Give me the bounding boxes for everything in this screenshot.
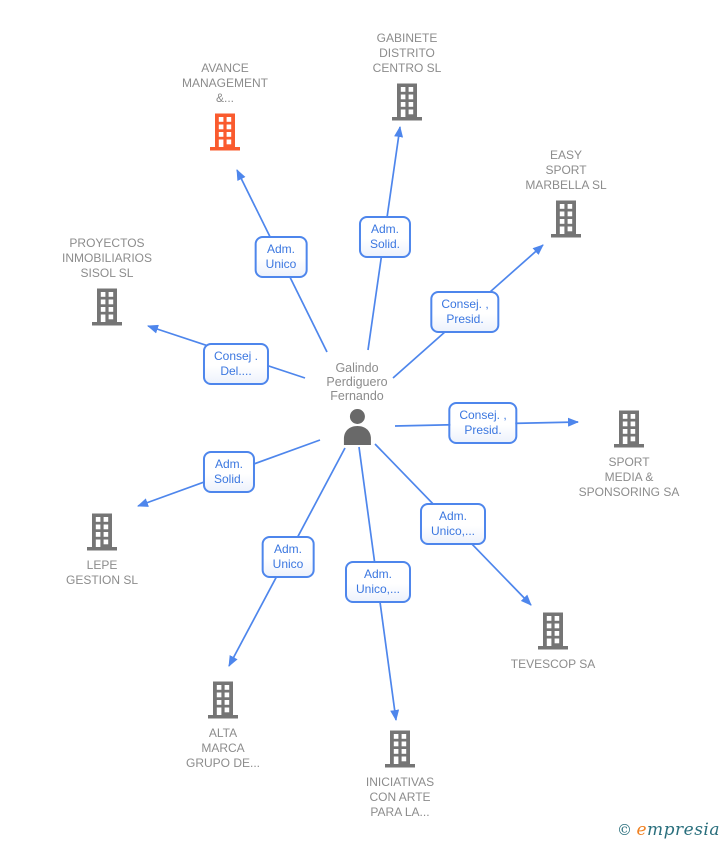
- relationship-label-line: Consej. ,: [441, 297, 489, 311]
- relationship-label-lepe-gestion-sl: Adm.Solid.: [202, 451, 256, 493]
- company-name-line: SPORT: [545, 163, 587, 177]
- relationship-label-line: Solid.: [213, 472, 245, 486]
- empresia-logo[interactable]: ©empresia: [617, 820, 720, 840]
- relationship-label-line: Consej .: [213, 349, 259, 363]
- company-name-line: DISTRITO: [379, 46, 435, 60]
- building-icon: [536, 612, 570, 650]
- brand-rest: mpresia: [647, 820, 720, 840]
- company-name-line: EASY: [549, 148, 582, 162]
- company-name-line: ALTA: [208, 726, 238, 740]
- relationship-label-line: Del....: [220, 364, 252, 378]
- company-name-line: CON ARTE: [369, 790, 431, 804]
- person-node-galindo-perdiguero-fernando[interactable]: Galindo Perdiguero Fernando: [326, 361, 388, 445]
- relationship-label-line: Adm.: [363, 567, 393, 581]
- relationship-label-avance-management: Adm.Unico: [254, 236, 308, 278]
- relationship-label-line: Presid.: [464, 423, 502, 437]
- company-name-line: GRUPO DE...: [185, 756, 260, 770]
- company-name-line: CENTRO SL: [372, 61, 442, 75]
- building-icon: [208, 113, 242, 151]
- company-name-line: MARBELLA SL: [525, 178, 607, 192]
- company-name-line: GABINETE: [376, 31, 438, 45]
- building-icon: [90, 288, 124, 326]
- relationship-label-alta-marca-grupo-de: Adm.Unico: [261, 536, 315, 578]
- company-name-line: &...: [215, 91, 234, 105]
- relationship-label-gabinete-distrito-centro-sl: Adm.Solid.: [358, 216, 412, 258]
- relationship-label-line: Adm.: [214, 457, 243, 471]
- company-name-line: SPORT: [608, 455, 650, 469]
- relationship-label-line: Adm.: [266, 242, 295, 256]
- brand-first-letter: e: [636, 820, 647, 840]
- person-name: Galindo Perdiguero Fernando: [326, 361, 387, 403]
- building-icon: [549, 200, 583, 238]
- building-icon: [383, 730, 417, 768]
- company-name-line: MANAGEMENT: [181, 76, 268, 90]
- relationship-label-sport-media-sponsoring-sa: Consej. ,Presid.: [448, 402, 518, 444]
- building-icon: [612, 410, 646, 448]
- person-name-line: Fernando: [330, 389, 384, 403]
- company-name-line: INMOBILIARIOS: [61, 251, 153, 265]
- company-name-line: SISOL SL: [80, 266, 134, 280]
- relationship-label-line: Solid.: [369, 237, 401, 251]
- person-icon: [343, 409, 371, 445]
- relationship-label-line: Unico,...: [430, 524, 476, 538]
- company-name-line: MARCA: [201, 741, 245, 755]
- company-name-line: AVANCE: [201, 61, 249, 75]
- company-name-line: TEVESCOP SA: [510, 657, 596, 671]
- building-icon: [390, 83, 424, 121]
- relationship-label-line: Unico: [272, 557, 304, 571]
- relationship-label-line: Presid.: [446, 312, 484, 326]
- building-icon: [85, 513, 119, 551]
- relationship-label-line: Adm.: [273, 542, 302, 556]
- company-name-line: GESTION SL: [65, 573, 139, 587]
- relationship-label-tevescop-sa: Adm.Unico,...: [419, 503, 487, 545]
- relationship-label-line: Unico,...: [355, 582, 401, 596]
- relationship-label-line: Adm.: [370, 222, 399, 236]
- company-name-line: MEDIA &: [604, 470, 654, 484]
- company-name-line: PARA LA...: [370, 805, 430, 819]
- copyright-icon: ©: [616, 821, 633, 839]
- person-name-line: Galindo: [335, 361, 379, 375]
- relationship-label-proyectos-inmobiliarios-sisol-sl: Consej .Del....: [202, 343, 270, 385]
- company-name-line: PROYECTOS: [69, 236, 145, 250]
- person-name-line: Perdiguero: [326, 375, 388, 389]
- relationship-label-line: Adm.: [438, 509, 468, 523]
- company-name-line: INICIATIVAS: [365, 775, 435, 789]
- company-name-line: SPONSORING SA: [578, 485, 680, 499]
- company-name-line: LEPE: [86, 558, 118, 572]
- relationship-label-line: Consej. ,: [459, 408, 507, 422]
- relationship-label-line: Unico: [265, 257, 297, 271]
- relationship-label-easy-sport-marbella-sl: Consej. ,Presid.: [430, 291, 500, 333]
- building-icon: [206, 681, 240, 719]
- company-name: TEVESCOP SA: [463, 657, 643, 672]
- relationship-label-iniciativas-con-arte-para-la: Adm.Unico,...: [344, 561, 412, 603]
